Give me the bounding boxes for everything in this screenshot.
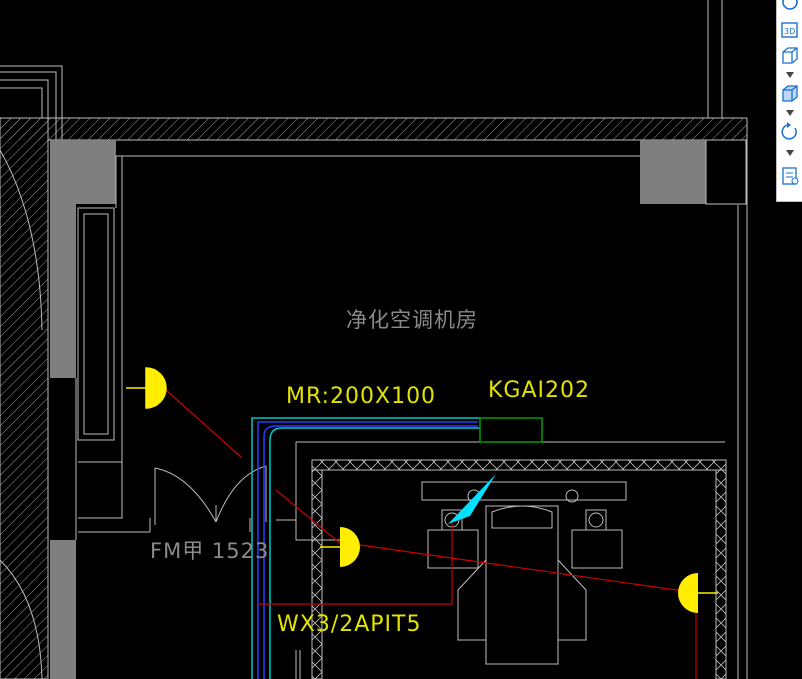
- left-wall-pillar-upper: [50, 204, 76, 378]
- left-wall-hatched: [0, 117, 49, 679]
- left-wall-pillar-lower: [50, 540, 76, 679]
- operating-table-outline: [421, 481, 627, 665]
- lighting-wiring: [165, 389, 697, 679]
- clean-room-wall: [311, 459, 727, 679]
- chevron-down-icon[interactable]: [786, 72, 794, 78]
- fire-door-label: FM甲 1523: [150, 539, 270, 563]
- duct-size-label: MR:200X100: [286, 384, 437, 409]
- chevron-down-icon[interactable]: [786, 110, 794, 116]
- kg-equipment-label: KGAI202: [488, 378, 591, 403]
- air-duct-run: [251, 417, 543, 679]
- fire-door-swing: [154, 465, 267, 525]
- solid-cube-icon[interactable]: [780, 84, 800, 104]
- 3d-view-icon[interactable]: 3D: [780, 20, 800, 40]
- cable-label: WX3/2APIT5: [277, 612, 422, 637]
- fixture-right: [678, 573, 718, 613]
- operating-lamp-beam: [448, 474, 496, 524]
- column-top-right-void: [705, 139, 747, 205]
- upper-left-outline: [0, 65, 63, 140]
- column-top-right: [640, 140, 708, 204]
- chevron-down-icon[interactable]: [786, 150, 794, 156]
- properties-icon[interactable]: [780, 166, 800, 186]
- left-inner-walls: [75, 156, 251, 540]
- room-name-label: 净化空调机房: [346, 308, 478, 332]
- orbit-icon[interactable]: [780, 0, 800, 12]
- top-wall-hatched: [0, 117, 747, 157]
- view-toolbar: 3D: [776, 0, 802, 202]
- 3d-view-label: 3D: [784, 27, 795, 36]
- rotate-icon[interactable]: [780, 122, 800, 142]
- fixture-middle: [320, 527, 360, 567]
- fixture-left: [126, 367, 167, 409]
- upper-right-outline: [707, 0, 748, 679]
- column-top-left: [50, 140, 116, 204]
- cube-view-icon[interactable]: [780, 46, 800, 66]
